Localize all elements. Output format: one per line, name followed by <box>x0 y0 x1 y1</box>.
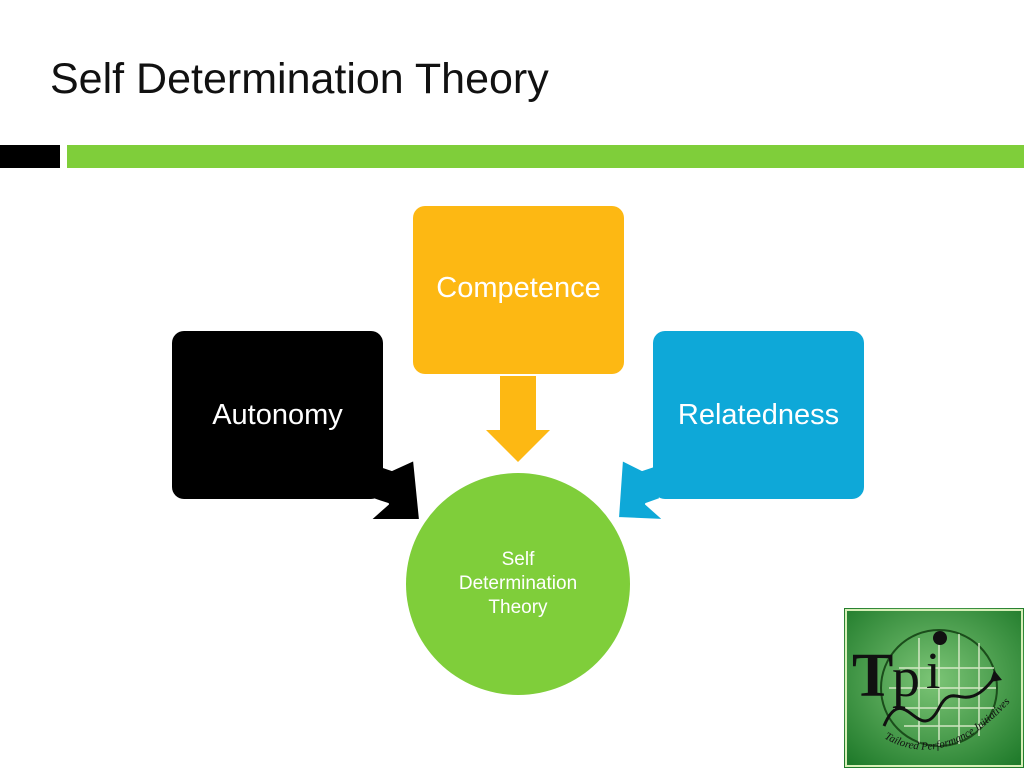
title-underline-black-bar <box>0 145 60 168</box>
autonomy-box: Autonomy <box>172 331 383 499</box>
tpi-logo: T p i Tailored Performance Initiatives <box>844 608 1024 768</box>
title-underline-green-bar <box>67 145 1024 168</box>
svg-text:i: i <box>926 643 940 700</box>
slide-title: Self Determination Theory <box>50 55 549 103</box>
competence-label: Competence <box>436 272 601 304</box>
tpi-logo-icon: T p i Tailored Performance Initiatives <box>844 608 1024 768</box>
relatedness-label: Relatedness <box>677 398 840 431</box>
svg-text:T: T <box>852 642 893 710</box>
center-line-3: Theory <box>488 596 548 618</box>
competence-box: Competence <box>413 206 624 374</box>
arrow-down-icon <box>486 376 550 462</box>
relatedness-box: Relatedness <box>653 331 864 499</box>
autonomy-label: Autonomy <box>212 398 343 431</box>
center-circle: Self Determination Theory <box>406 473 630 695</box>
center-line-1: Self <box>501 549 535 571</box>
svg-text:p: p <box>892 647 920 709</box>
center-line-2: Determination <box>458 573 578 595</box>
